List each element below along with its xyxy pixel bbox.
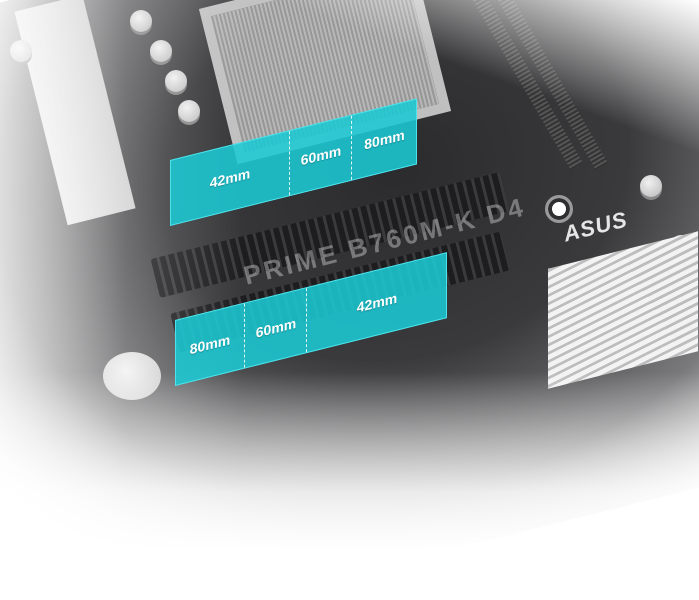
capacitor (640, 175, 662, 197)
capacitor (130, 10, 152, 32)
capacitor (10, 40, 32, 62)
capacitor (165, 70, 187, 92)
capacitor (150, 40, 172, 62)
cmos-battery (103, 352, 161, 400)
mounting-hole (545, 195, 573, 223)
capacitor (178, 100, 200, 122)
